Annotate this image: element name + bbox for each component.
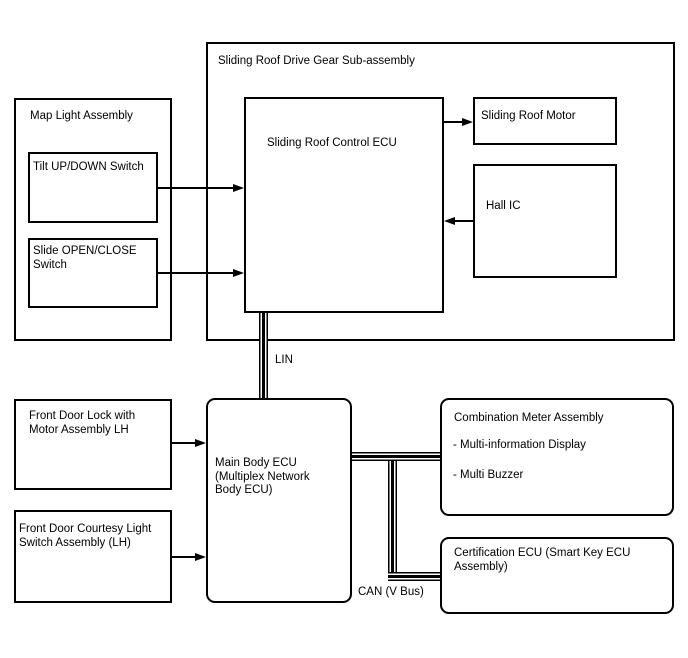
component-label-control-ecu: Sliding Roof Control ECU (267, 137, 397, 149)
component-box-tilt-switch: Tilt UP/DOWN Switch (28, 152, 158, 223)
arrow-shaft (158, 187, 235, 189)
component-box-slide-switch: Slide OPEN/CLOSE Switch (28, 238, 158, 308)
component-box-roof-motor: Sliding Roof Motor (473, 97, 617, 145)
component-label-slide-switch: Slide OPEN/CLOSE Switch (33, 245, 137, 271)
arrow-head-left-icon (444, 216, 455, 225)
component-box-front-door-lock: Front Door Lock with Motor Assembly LH (14, 399, 172, 490)
group-title-sliding-roof-drive-gear: Sliding Roof Drive Gear Sub-assembly (218, 55, 415, 67)
arrow-tilt-switch-to-control-ecu (158, 183, 244, 193)
component-label-main-body-ecu: Main Body ECU (Multiplex Network Body EC… (215, 457, 310, 496)
component-title-combination-meter: Combination Meter Assembly (454, 412, 604, 424)
component-box-certification-ecu: Certification ECU (Smart Key ECU Assembl… (440, 537, 674, 614)
bus-can-to-combination-meter (352, 451, 440, 461)
component-box-main-body-ecu: Main Body ECU (Multiplex Network Body EC… (206, 398, 352, 603)
arrow-shaft (172, 442, 197, 444)
arrow-control-ecu-to-roof-motor (444, 117, 473, 127)
component-item-multi-information-display: - Multi-information Display (453, 439, 586, 451)
bus-can-branch-vertical (387, 456, 397, 581)
component-box-front-door-courtesy: Front Door Courtesy Light Switch Assembl… (14, 510, 172, 603)
component-label-front-door-courtesy: Front Door Courtesy Light Switch Assembl… (19, 523, 152, 549)
arrow-hall-ic-to-control-ecu (444, 216, 473, 226)
component-label-hall-ic: Hall IC (486, 200, 521, 212)
bus-lin-vertical (259, 313, 268, 398)
component-label-roof-motor: Sliding Roof Motor (481, 110, 576, 122)
arrow-head-right-icon (462, 117, 473, 126)
label-can-v-bus: CAN (V Bus) (357, 586, 425, 599)
arrow-head-right-icon (195, 438, 206, 447)
arrow-front-door-lock-to-main-body-ecu (172, 438, 206, 448)
arrow-shaft (453, 220, 473, 222)
component-box-control-ecu: Sliding Roof Control ECU (244, 97, 444, 313)
arrow-head-right-icon (233, 183, 244, 192)
label-lin-bus: LIN (274, 354, 294, 367)
group-title-map-light-assembly: Map Light Assembly (30, 110, 133, 122)
component-label-front-door-lock: Front Door Lock with Motor Assembly LH (29, 410, 136, 436)
bus-can-to-certification-ecu (387, 571, 440, 581)
arrow-front-door-courtesy-to-main-body-ecu (172, 552, 206, 562)
component-item-multi-buzzer: - Multi Buzzer (453, 469, 524, 481)
arrow-shaft (172, 556, 197, 558)
arrow-slide-switch-to-control-ecu (158, 268, 244, 278)
component-box-hall-ic: Hall IC (473, 164, 617, 278)
component-label-tilt-switch: Tilt UP/DOWN Switch (33, 161, 144, 173)
component-label-certification-ecu: Certification ECU (Smart Key ECU Assembl… (454, 547, 631, 573)
arrow-shaft (444, 121, 464, 123)
arrow-head-right-icon (195, 552, 206, 561)
arrow-head-right-icon (233, 268, 244, 277)
arrow-shaft (158, 272, 235, 274)
component-box-combination-meter: Combination Meter Assembly - Multi-infor… (440, 398, 674, 516)
